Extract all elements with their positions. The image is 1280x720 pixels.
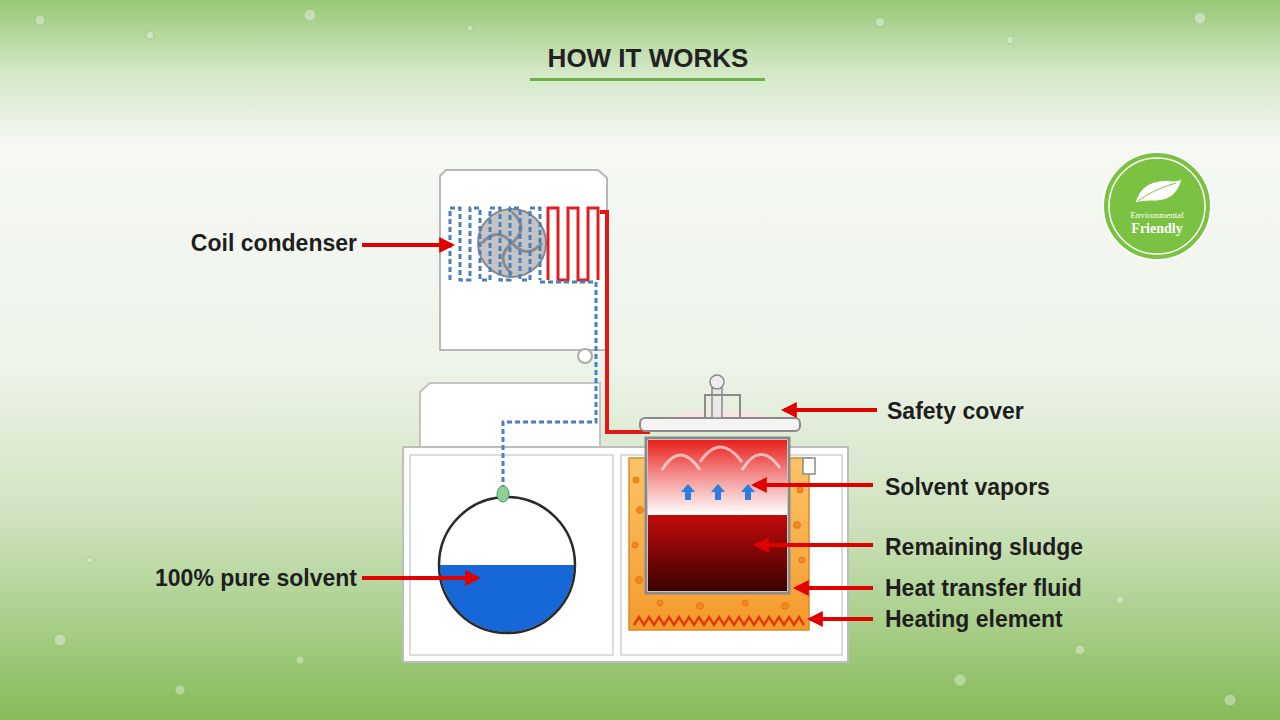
up-arrow bbox=[711, 484, 725, 500]
cover-handle bbox=[705, 395, 740, 418]
part-label: Heat transfer fluid bbox=[885, 574, 1082, 602]
leader-arrow bbox=[796, 586, 873, 590]
droplet bbox=[875, 17, 885, 27]
droplet bbox=[87, 557, 93, 563]
part-label: Coil condenser bbox=[191, 229, 357, 257]
leader-arrow bbox=[810, 617, 873, 621]
bubble bbox=[697, 603, 704, 610]
bubble bbox=[794, 522, 801, 529]
part-label: Safety cover bbox=[887, 397, 1024, 425]
droplet bbox=[175, 685, 185, 695]
droplet bbox=[304, 9, 316, 21]
part-label: Solvent vapors bbox=[885, 473, 1050, 501]
up-arrow bbox=[741, 484, 755, 500]
tank-outline bbox=[439, 497, 575, 633]
leader-arrow bbox=[362, 576, 478, 580]
droplet bbox=[1224, 694, 1236, 706]
condensate-pipe bbox=[503, 282, 596, 492]
diagram-title: HOW IT WORKS bbox=[440, 42, 856, 74]
droplet bbox=[954, 674, 966, 686]
vapor-swirls bbox=[662, 447, 780, 470]
badge-text: Friendly bbox=[1102, 221, 1212, 237]
bubble bbox=[633, 477, 639, 483]
droplet bbox=[1075, 645, 1085, 655]
bubble bbox=[636, 577, 643, 584]
bubble bbox=[782, 603, 789, 610]
title-underline bbox=[530, 78, 765, 81]
bubble bbox=[797, 487, 803, 493]
hot-coil bbox=[548, 208, 598, 280]
badge-text: Environmental bbox=[1102, 209, 1212, 221]
sludge bbox=[648, 515, 787, 591]
bubble bbox=[742, 600, 748, 606]
part-label: 100% pure solvent bbox=[155, 564, 357, 592]
tank-inlet bbox=[497, 486, 509, 502]
droplet bbox=[296, 656, 304, 664]
boiling-tank bbox=[646, 438, 789, 593]
distillation-unit bbox=[629, 375, 815, 630]
stand bbox=[420, 383, 600, 447]
leader-arrow bbox=[754, 483, 873, 487]
droplet bbox=[1006, 36, 1014, 44]
safety-cover bbox=[640, 418, 800, 431]
left-compartment bbox=[410, 455, 613, 655]
droplet bbox=[54, 634, 66, 646]
heating-element bbox=[634, 617, 804, 625]
water-droplets bbox=[35, 9, 1236, 706]
bubble bbox=[799, 557, 805, 563]
condenser-valve bbox=[578, 349, 592, 363]
vapor-arrows bbox=[681, 484, 755, 500]
droplet bbox=[146, 31, 154, 39]
cover-knob bbox=[710, 375, 724, 389]
sensor-fitting bbox=[803, 458, 815, 474]
condenser-unit bbox=[440, 170, 607, 363]
droplet bbox=[35, 15, 45, 25]
leader-arrow bbox=[362, 243, 452, 247]
bubble bbox=[657, 600, 663, 606]
leader-arrow bbox=[756, 543, 873, 547]
leader-arrow bbox=[784, 408, 877, 412]
vapor-pipe bbox=[600, 212, 650, 432]
leaf-icon bbox=[1135, 179, 1182, 203]
cover-clamp bbox=[712, 388, 722, 418]
condenser-housing bbox=[440, 170, 607, 350]
eco-badge: EnvironmentalFriendly bbox=[1102, 151, 1212, 261]
droplet bbox=[1194, 12, 1206, 24]
leader-arrows bbox=[362, 245, 877, 619]
badge-circle bbox=[1103, 152, 1211, 260]
droplet bbox=[1116, 596, 1124, 604]
condenser-fan bbox=[478, 209, 546, 277]
droplet bbox=[467, 25, 473, 31]
badge-ring bbox=[1109, 158, 1205, 254]
cool-coil bbox=[450, 208, 540, 280]
up-arrow bbox=[681, 484, 695, 500]
badge-shape bbox=[1102, 151, 1212, 261]
bubble bbox=[637, 507, 644, 514]
vapor-space bbox=[648, 440, 787, 515]
part-label: Heating element bbox=[885, 605, 1063, 633]
part-label: Remaining sludge bbox=[885, 533, 1083, 561]
solvent-tank bbox=[430, 486, 590, 645]
bubble bbox=[632, 542, 638, 548]
